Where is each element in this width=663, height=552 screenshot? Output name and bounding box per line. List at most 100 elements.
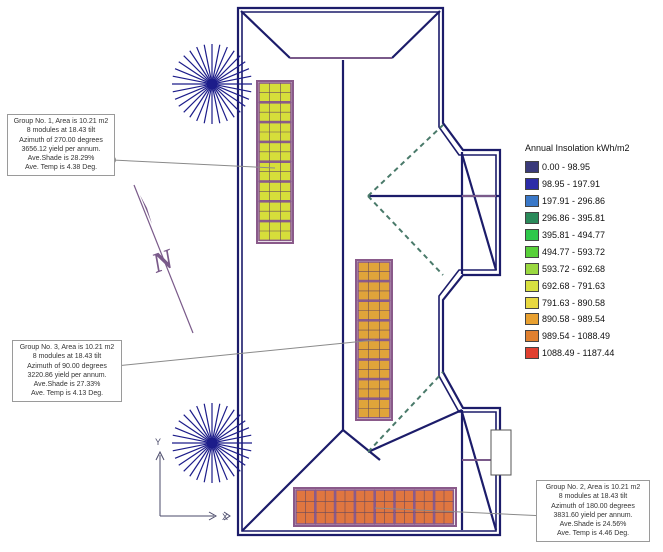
y-axis-label: Y — [155, 437, 161, 447]
legend-item: 593.72 - 692.68 — [525, 260, 660, 277]
legend-swatch — [525, 262, 539, 275]
legend-label: 0.00 - 98.95 — [542, 162, 591, 173]
legend-label: 791.63 - 890.58 — [542, 297, 606, 308]
solar-module — [354, 489, 375, 525]
callout-line: 8 modules at 18.43 tilt — [26, 127, 96, 135]
legend-label: 98.95 - 197.91 — [542, 179, 601, 190]
hip-line — [460, 411, 498, 531]
solar-module — [295, 489, 316, 525]
legend-item: 296.86 - 395.81 — [525, 210, 660, 227]
hip-line — [240, 10, 291, 59]
callout-line: Group No. 3, Area is 10.21 m2 — [19, 344, 115, 351]
xy-axes-icon — [155, 450, 218, 521]
inner-roof-outline — [241, 11, 497, 532]
hip-line — [391, 10, 441, 59]
legend-label: 890.58 - 989.54 — [542, 314, 606, 325]
callout-line: Ave. Temp is 4.46 Deg. — [556, 530, 630, 538]
group-1-array-frame — [256, 80, 294, 244]
roof-vent — [490, 429, 512, 476]
callout-line: Azimuth of 270.00 degrees — [19, 136, 103, 144]
legend-title: Annual Insolation kWh/m2 — [525, 143, 630, 153]
solar-module — [334, 489, 356, 525]
legend-swatch — [525, 229, 539, 241]
legend-rows: 0.00 - 98.95 98.95 - 197.91 197.91 - 296.8… — [525, 159, 660, 362]
legend-swatch — [525, 330, 539, 343]
legend-label: 197.91 - 296.86 — [542, 196, 606, 207]
legend-swatch — [525, 347, 539, 360]
legend-label: 989.54 - 1088.49 — [542, 331, 611, 342]
legend-swatch — [525, 245, 539, 258]
valley-line — [367, 408, 463, 454]
legend-item: 791.63 - 890.58 — [525, 294, 660, 311]
dashed-hips — [367, 124, 444, 453]
callout-dots — [108, 156, 550, 520]
group-1-callout: Group No. 1, Area is 10.21 m2 8 modules … — [7, 114, 115, 176]
solar-module — [357, 300, 391, 321]
sun-icon — [172, 403, 252, 483]
legend-item: 692.68 - 791.63 — [525, 277, 660, 294]
sun-icon — [172, 44, 252, 124]
callout-line: Ave.Shade is 24.56% — [559, 521, 627, 529]
solar-module — [258, 201, 292, 222]
legend-swatch — [525, 178, 539, 191]
callout-line: Ave. Temp is 4.13 Deg. — [30, 390, 104, 398]
legend-item: 98.95 - 197.91 — [525, 176, 660, 193]
solar-module — [357, 359, 391, 380]
group-3-callout: Group No. 3, Area is 10.21 m2 8 modules … — [12, 340, 122, 402]
group-2-callout: Group No. 2, Area is 10.21 m2 8 modules … — [536, 480, 650, 542]
legend-swatch — [525, 161, 539, 174]
ridge-lines — [290, 57, 496, 461]
callout-line: Ave.Shade is 28.29% — [27, 155, 95, 163]
solar-module — [394, 489, 415, 525]
north-label: N — [147, 243, 179, 280]
solar-module — [357, 280, 391, 302]
panel-arrays — [256, 80, 457, 527]
north-arrow-icon: N — [133, 184, 194, 334]
solar-module — [258, 102, 292, 123]
legend-item: 1088.49 - 1187.44 — [525, 345, 660, 362]
solar-module — [258, 141, 292, 162]
legend-label: 494.77 - 593.72 — [542, 246, 606, 257]
x-axis-arrow — [223, 511, 231, 521]
solar-module — [357, 319, 391, 341]
callout-line: 3831.60 yield per annum. — [553, 511, 633, 519]
x-axis-label: X — [222, 512, 228, 522]
solar-module — [357, 261, 391, 282]
solar-module — [374, 489, 395, 525]
callout-line: 3220.86 yield per annum. — [27, 371, 107, 379]
callout-line: Group No. 1, Area is 10.21 m2 — [13, 118, 109, 125]
callout-line: Ave.Shade is 27.33% — [33, 381, 101, 389]
legend-item: 494.77 - 593.72 — [525, 243, 660, 260]
solar-module — [258, 161, 292, 182]
callout-line: 3656.12 yield per annum. — [21, 145, 101, 153]
legend-label: 296.86 - 395.81 — [542, 213, 606, 224]
callout-line: Ave. Temp is 4.38 Deg. — [24, 164, 98, 172]
group-3-array-frame — [355, 259, 393, 421]
legend-swatch — [525, 195, 539, 208]
solar-module — [413, 489, 435, 525]
hip-line — [342, 429, 381, 461]
legend-label: 1088.49 - 1187.44 — [542, 348, 615, 359]
legend-swatch — [525, 313, 539, 326]
legend-label: 692.68 - 791.63 — [542, 280, 606, 291]
legend-label: 395.81 - 494.77 — [542, 230, 606, 240]
solar-module — [314, 489, 336, 525]
hip-line — [241, 429, 344, 532]
solar-module — [258, 181, 292, 202]
solar-module — [433, 489, 455, 525]
callout-line: Azimuth of 90.00 degrees — [27, 362, 107, 370]
legend-swatch — [525, 296, 539, 309]
callout-line: Group No. 2, Area is 10.21 m2 — [545, 484, 641, 491]
callout-line: 8 modules at 18.43 tilt — [32, 353, 102, 361]
insolation-legend: Annual Insolation kWh/m2 0.00 - 98.95 98.… — [525, 143, 660, 362]
legend-item: 395.81 - 494.77 — [525, 227, 660, 244]
legend-item: 989.54 - 1088.49 — [525, 328, 660, 345]
solar-module — [258, 220, 292, 242]
solar-module — [258, 82, 292, 103]
legend-item: 890.58 - 989.54 — [525, 311, 660, 328]
legend-item: 197.91 - 296.86 — [525, 193, 660, 210]
callout-line: Azimuth of 180.00 degrees — [551, 502, 635, 510]
hip-line — [460, 153, 498, 271]
legend-label: 593.72 - 692.68 — [542, 263, 606, 274]
